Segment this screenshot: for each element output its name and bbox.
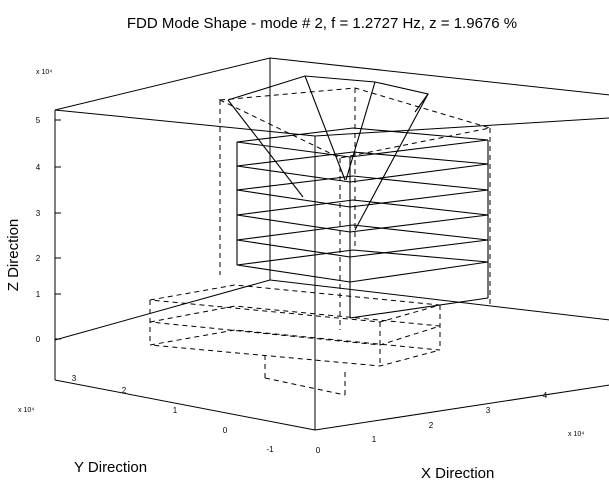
x-tick-label: 3 xyxy=(486,406,491,415)
z-axis: x 10⁴ 5 4 3 2 1 0 xyxy=(36,69,61,344)
x-tick-label: 1 xyxy=(372,435,377,444)
z-tick-label: 3 xyxy=(36,209,41,218)
z-tick-label: 4 xyxy=(36,163,41,172)
z-tick-label: 0 xyxy=(36,335,41,344)
z-axis-label: Z Direction xyxy=(5,219,22,292)
x-tick-label: 2 xyxy=(429,421,434,430)
x-axis: x 10⁴ 0 1 2 3 4 xyxy=(316,391,584,455)
y-tick-label: 0 xyxy=(223,426,228,435)
deformed-mode-shape xyxy=(227,75,489,319)
x-tick-label: 0 xyxy=(316,446,321,455)
axis-box xyxy=(54,57,609,431)
y-axis: x 10⁴ 3 2 1 0 -1 xyxy=(18,374,274,454)
y-axis-multiplier: x 10⁴ xyxy=(18,407,34,414)
x-tick-label: 4 xyxy=(543,391,548,400)
y-tick-label: 2 xyxy=(122,386,127,395)
y-tick-label: 1 xyxy=(173,406,178,415)
z-tick-label: 5 xyxy=(36,116,41,125)
x-axis-label: X Direction xyxy=(421,465,494,482)
undeformed-structure xyxy=(149,87,491,396)
y-tick-label: -1 xyxy=(266,445,274,454)
z-tick-label: 1 xyxy=(36,290,41,299)
z-axis-multiplier: x 10⁴ xyxy=(36,69,52,76)
plot-title: FDD Mode Shape - mode # 2, f = 1.2727 Hz… xyxy=(127,15,517,32)
y-tick-label: 3 xyxy=(72,374,77,383)
z-tick-label: 2 xyxy=(36,254,41,263)
x-axis-multiplier: x 10⁴ xyxy=(568,431,584,438)
y-axis-label: Y Direction xyxy=(74,459,147,476)
